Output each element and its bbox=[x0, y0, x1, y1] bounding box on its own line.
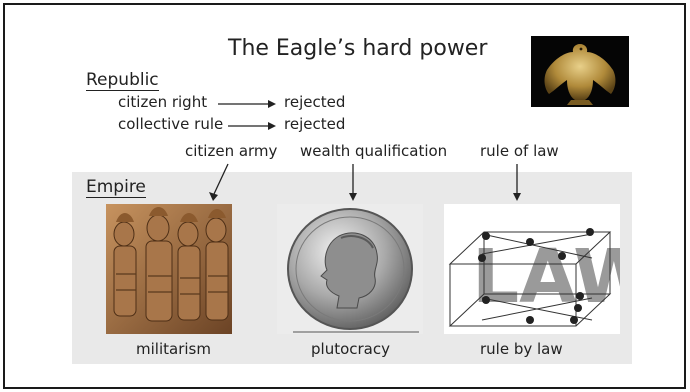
militarism-label: militarism bbox=[136, 340, 211, 358]
republic-heading: Republic bbox=[86, 70, 159, 91]
collective-rule-text: collective rule bbox=[118, 115, 224, 133]
roman-soldiers-relief-image bbox=[106, 204, 232, 334]
plutocracy-label: plutocracy bbox=[311, 340, 390, 358]
rule-of-law-label: rule of law bbox=[480, 142, 559, 160]
citizen-right-text: citizen right bbox=[118, 93, 208, 111]
slide-title: The Eagle’s hard power bbox=[228, 36, 488, 61]
law-lattice-image: LAW bbox=[444, 204, 620, 334]
arrow-right-icon bbox=[218, 100, 276, 108]
arrow-down-icon bbox=[349, 164, 357, 201]
wealth-qualification-label: wealth qualification bbox=[300, 142, 448, 160]
arrow-down-icon bbox=[513, 164, 521, 201]
rule-by-law-label: rule by law bbox=[480, 340, 563, 358]
rejected-text-1: rejected bbox=[284, 93, 346, 111]
rejected-text-2: rejected bbox=[284, 115, 346, 133]
empire-heading: Empire bbox=[86, 177, 146, 198]
citizen-army-label: citizen army bbox=[185, 142, 278, 160]
caesar-coin-image bbox=[277, 204, 423, 334]
arrow-down-icon bbox=[209, 163, 229, 201]
eagle-image bbox=[531, 36, 629, 107]
arrow-right-icon bbox=[228, 122, 276, 130]
